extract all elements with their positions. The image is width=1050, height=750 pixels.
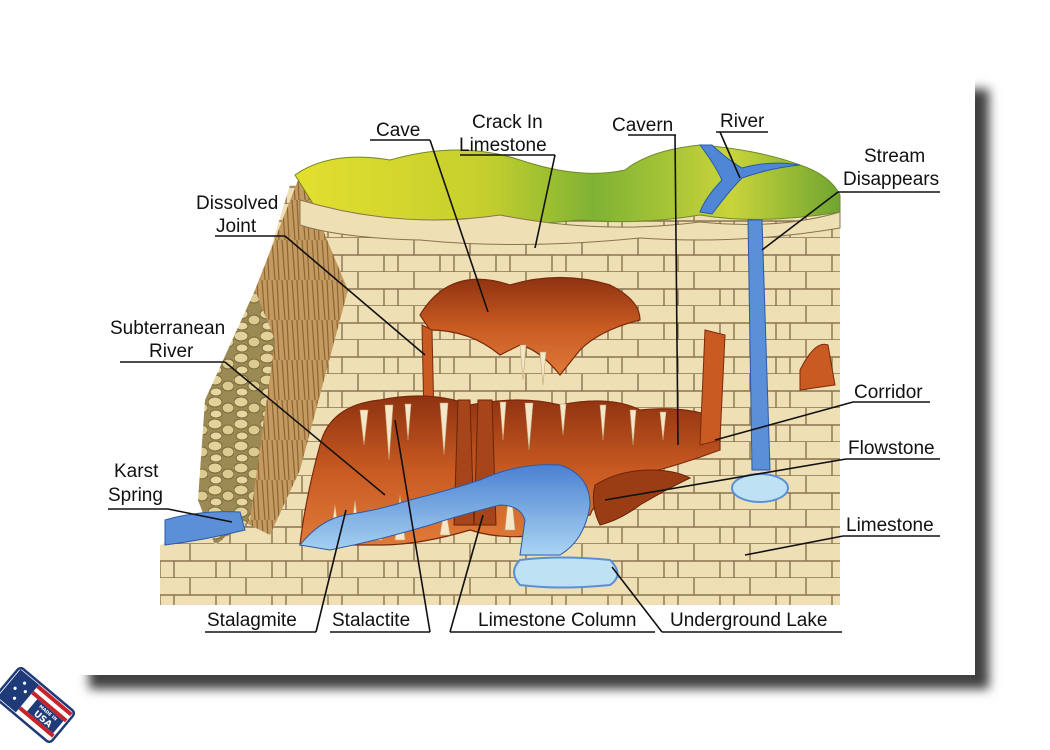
- flowstone: [592, 469, 692, 526]
- label-corridor: Corridor: [854, 382, 923, 403]
- label-cavern: Cavern: [612, 115, 673, 136]
- label-crack-in-limestone-1: Crack In: [472, 112, 543, 133]
- grass-surface: [294, 144, 841, 226]
- upper-cave: [419, 276, 641, 376]
- usa-flag-tag-icon: MADE IN USA: [0, 666, 76, 744]
- label-crack-in-limestone-2: Limestone: [459, 135, 547, 156]
- label-underground-lake: Underground Lake: [670, 610, 827, 631]
- label-karst-spring-1: Karst: [114, 461, 159, 482]
- surface-river: [699, 144, 801, 215]
- label-river: River: [720, 111, 765, 132]
- plunge-pool: [731, 473, 789, 503]
- label-flowstone: Flowstone: [848, 438, 935, 459]
- cobble-wall: [198, 290, 275, 545]
- label-stream-disappears-2: Disappears: [843, 169, 939, 190]
- stream-shaft: [747, 219, 771, 471]
- label-karst-spring-2: Spring: [108, 485, 163, 506]
- cliff-face: [240, 175, 348, 535]
- label-dissolved-joint-2: Joint: [216, 216, 257, 237]
- stalactite-group: [359, 344, 667, 461]
- subterranean-river: [299, 464, 591, 556]
- label-stalagmite: Stalagmite: [207, 610, 297, 631]
- labels: Cave Crack In Limestone Cavern River Str…: [108, 111, 939, 631]
- label-subterranean-river-1: Subterranean: [110, 318, 225, 339]
- corridor-right: [799, 343, 836, 391]
- corridor-passage: [699, 329, 726, 446]
- label-cave: Cave: [376, 120, 420, 141]
- leader-lines: [167, 131, 854, 633]
- label-subterranean-river-2: River: [149, 341, 194, 362]
- underground-lake: [513, 556, 619, 589]
- label-dissolved-joint-1: Dissolved: [196, 193, 278, 214]
- label-limestone: Limestone: [846, 515, 934, 536]
- label-underlines: [108, 131, 940, 633]
- label-limestone-column: Limestone Column: [478, 610, 636, 631]
- label-stalactite: Stalactite: [332, 610, 410, 631]
- label-stream-disappears-1: Stream: [864, 146, 925, 167]
- grass-edge: [299, 199, 841, 246]
